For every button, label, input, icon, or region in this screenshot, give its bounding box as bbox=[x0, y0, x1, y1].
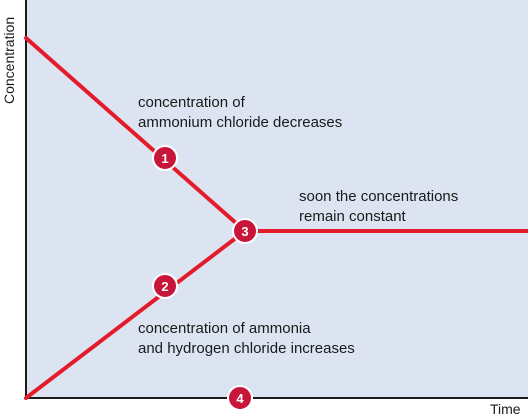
product-concentration-line bbox=[24, 229, 247, 400]
plot-background bbox=[26, 0, 528, 398]
marker-2: 2 bbox=[152, 273, 178, 299]
annotation-decrease-line2: ammonium chloride decreases bbox=[138, 114, 342, 131]
marker-1-label: 1 bbox=[161, 151, 168, 166]
reactant-concentration-line bbox=[24, 36, 247, 233]
marker-1: 1 bbox=[152, 145, 178, 171]
marker-4-label: 4 bbox=[236, 391, 244, 406]
annotation-constant-line2: remain constant bbox=[299, 208, 407, 225]
x-axis-label: Time bbox=[490, 401, 521, 417]
annotation-increase-line2: and hydrogen chloride increases bbox=[138, 340, 355, 357]
marker-4: 4 bbox=[227, 385, 253, 411]
annotation-increase-line1: concentration of ammonia bbox=[138, 320, 311, 337]
marker-2-label: 2 bbox=[161, 279, 168, 294]
y-axis-label: Concentration bbox=[1, 17, 17, 104]
annotation-constant-line1: soon the concentrations bbox=[299, 188, 458, 205]
marker-3-label: 3 bbox=[241, 224, 248, 239]
marker-3: 3 bbox=[232, 218, 258, 244]
annotation-decrease-line1: concentration of bbox=[138, 94, 246, 111]
